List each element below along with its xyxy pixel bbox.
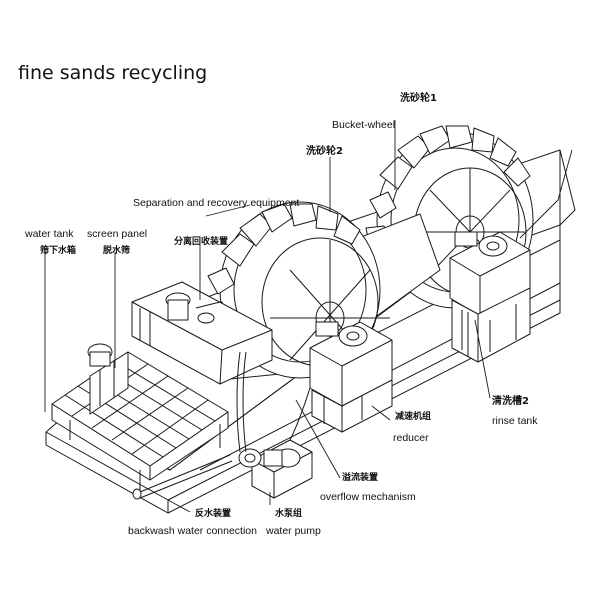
reducer-unit-right: [449, 231, 531, 363]
separation-label: Separation and recovery equipment: [133, 197, 300, 209]
rinse-tank-cn-label: 清洗槽2: [492, 396, 529, 407]
backwash-cn-label: 反水装置: [195, 509, 232, 519]
water-pump-unit: [238, 439, 313, 499]
rinse-tank-label: rinse tank: [492, 415, 538, 427]
reducer-cn-label: 减速机组: [395, 412, 432, 422]
reducer-unit-front: [309, 321, 393, 433]
dewatering-screen: [51, 343, 229, 492]
leader-lines: [44, 120, 573, 513]
water-pump-cn-label: 水泵组: [275, 509, 303, 519]
separation-recovery-equipment: [131, 281, 273, 385]
overflow-label: overflow mechanism: [320, 491, 416, 503]
separation-cn-label: 分离回收装置: [174, 237, 229, 247]
bucket-wheel-1-cn-label: 洗砂轮1: [400, 93, 437, 104]
reducer-label: reducer: [393, 432, 429, 444]
screen-panel-cn-label: 脱水筛: [103, 246, 131, 256]
diagram-title: fine sands recycling: [18, 62, 208, 84]
water-pump-label: water pump: [266, 525, 321, 537]
overflow-cn-label: 溢流装置: [342, 473, 379, 483]
bucket-wheel-2-cn-label: 洗砂轮2: [306, 146, 343, 157]
backwash-label: backwash water connection: [128, 525, 257, 537]
screen-panel-label: screen panel: [87, 228, 148, 240]
water-tank-label: water tank: [25, 228, 74, 240]
bucket-wheel-label: Bucket-wheel: [332, 119, 396, 131]
water-tank-cn-label: 筛下水箱: [40, 246, 77, 256]
